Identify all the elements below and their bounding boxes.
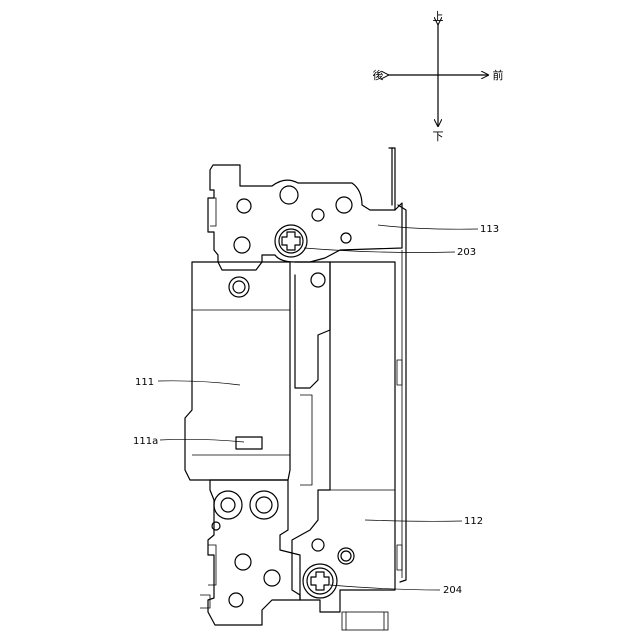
bracket-113-hole-1 <box>237 199 251 213</box>
label-204: 204 <box>443 585 462 596</box>
module-111-outline <box>185 262 290 480</box>
lower-boss-2-outer <box>250 491 278 519</box>
bracket-113-hole-3 <box>312 209 324 221</box>
housing-112-outline <box>292 262 395 612</box>
bracket-113-hole-4 <box>336 197 352 213</box>
label-203: 203 <box>457 247 476 258</box>
screw-203-cross-icon <box>282 232 300 250</box>
direction-indicator: 上 下 後 前 <box>373 10 504 143</box>
flange-notch-1 <box>397 360 402 385</box>
lower-hole-3 <box>229 593 243 607</box>
screw-203 <box>275 225 307 257</box>
bracket-113-hole-2 <box>280 186 298 204</box>
housing-side-rail <box>300 395 312 485</box>
housing-hole-1 <box>311 273 325 287</box>
bracket-113 <box>208 148 406 582</box>
lower-boss-1-inner <box>221 498 235 512</box>
module-111 <box>185 262 290 480</box>
direction-up-label: 上 <box>433 10 444 23</box>
flange-notch-2 <box>397 545 402 570</box>
lower-bracket <box>200 480 354 625</box>
screw-203-head-outer <box>275 225 307 257</box>
label-111a: 111a <box>133 436 158 447</box>
label-112: 112 <box>464 516 483 527</box>
screw-204-cross-icon <box>311 572 329 590</box>
lower-bracket-tab <box>208 545 216 585</box>
leader-111a <box>160 439 244 442</box>
lower-small-hole <box>212 522 220 530</box>
direction-down-label: 下 <box>433 130 444 143</box>
module-111-screw-outer <box>229 277 249 297</box>
lower-hole-2 <box>264 570 280 586</box>
leader-112 <box>365 520 462 521</box>
reference-labels: 113 203 111 111a 112 204 <box>133 224 499 596</box>
housing-bottom-foot <box>342 612 388 630</box>
lower-boss-2-inner <box>256 497 272 513</box>
screw-204-head-outer <box>303 564 337 598</box>
leader-204 <box>330 585 440 590</box>
screw-204 <box>303 564 337 598</box>
lower-hole-1 <box>235 554 251 570</box>
label-113: 113 <box>480 224 499 235</box>
leader-113 <box>378 225 478 229</box>
label-111: 111 <box>135 377 154 388</box>
leader-111 <box>158 381 240 385</box>
lower-boss-3-inner <box>341 551 351 561</box>
lower-boss-1-outer <box>214 491 242 519</box>
direction-front-label: 前 <box>493 68 504 82</box>
bracket-113-hole-5 <box>234 237 250 253</box>
module-111a-window <box>236 437 262 449</box>
lower-hole-4 <box>312 539 324 551</box>
bracket-113-tab <box>210 198 216 226</box>
module-111-screw-inner <box>233 281 245 293</box>
bracket-113-hole-6 <box>341 233 351 243</box>
housing-112 <box>292 262 395 630</box>
direction-back-label: 後 <box>373 68 384 82</box>
